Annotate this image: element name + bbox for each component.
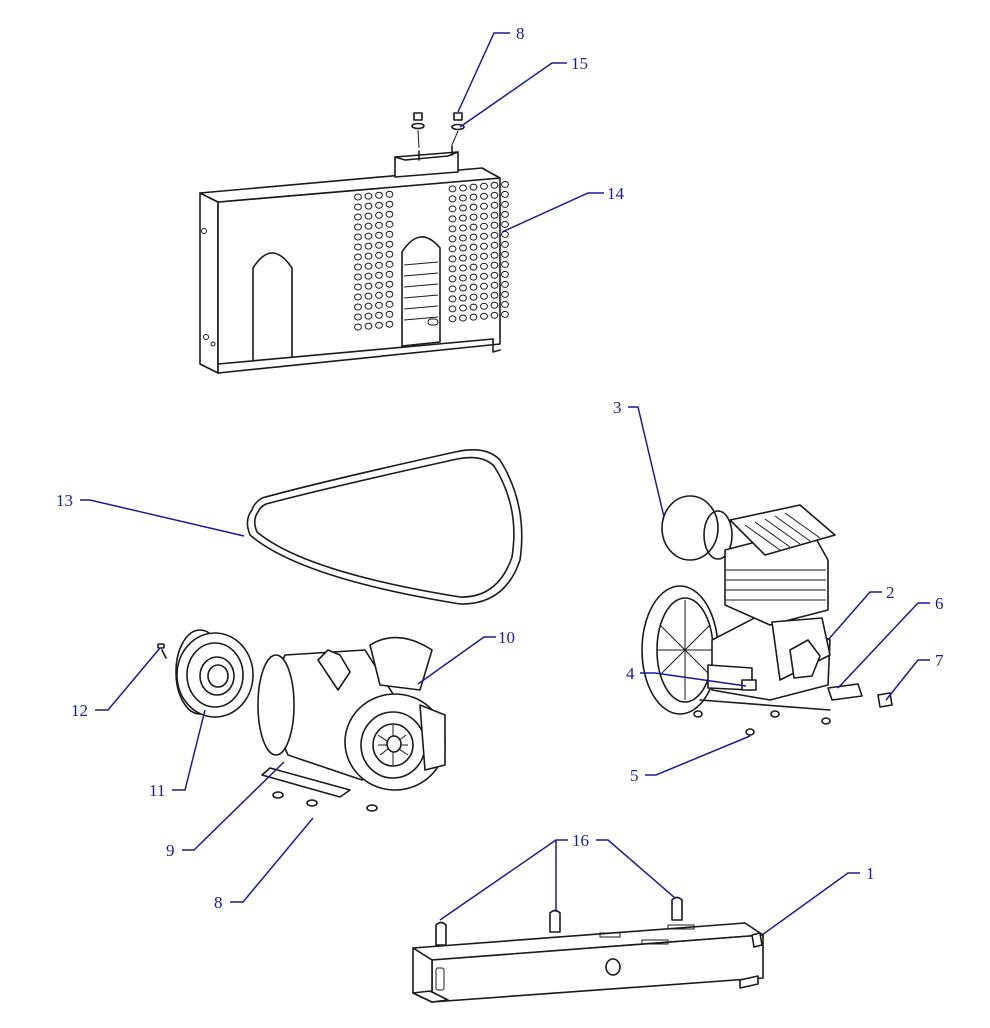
v-belt <box>246 449 523 605</box>
callout-3: 3 <box>613 398 622 417</box>
leader-lines <box>80 32 930 936</box>
guard-bolts <box>411 112 465 149</box>
compressor-pump <box>641 495 893 736</box>
callout-11: 11 <box>149 781 165 800</box>
callout-8-top: 8 <box>516 24 525 43</box>
callout-7: 7 <box>935 651 944 670</box>
belt-guard <box>199 145 509 374</box>
callout-4: 4 <box>626 664 635 683</box>
callout-14: 14 <box>607 184 625 203</box>
motor-pulley <box>157 629 254 718</box>
callout-15: 15 <box>571 54 588 73</box>
callout-5: 5 <box>630 766 639 785</box>
electric-motor <box>257 636 446 812</box>
vent-holes <box>354 180 509 331</box>
callout-10: 10 <box>498 628 515 647</box>
callout-12: 12 <box>71 701 88 720</box>
callout-8-bottom: 8 <box>214 893 223 912</box>
callout-6: 6 <box>935 594 944 613</box>
base-frame <box>412 896 764 1003</box>
callout-labels: 8 15 14 3 13 10 12 11 9 8 2 6 7 4 5 1 16 <box>56 24 944 912</box>
callout-2: 2 <box>886 583 895 602</box>
callout-9: 9 <box>166 841 175 860</box>
callout-16: 16 <box>572 831 589 850</box>
callout-1: 1 <box>866 864 875 883</box>
callout-13: 13 <box>56 491 73 510</box>
